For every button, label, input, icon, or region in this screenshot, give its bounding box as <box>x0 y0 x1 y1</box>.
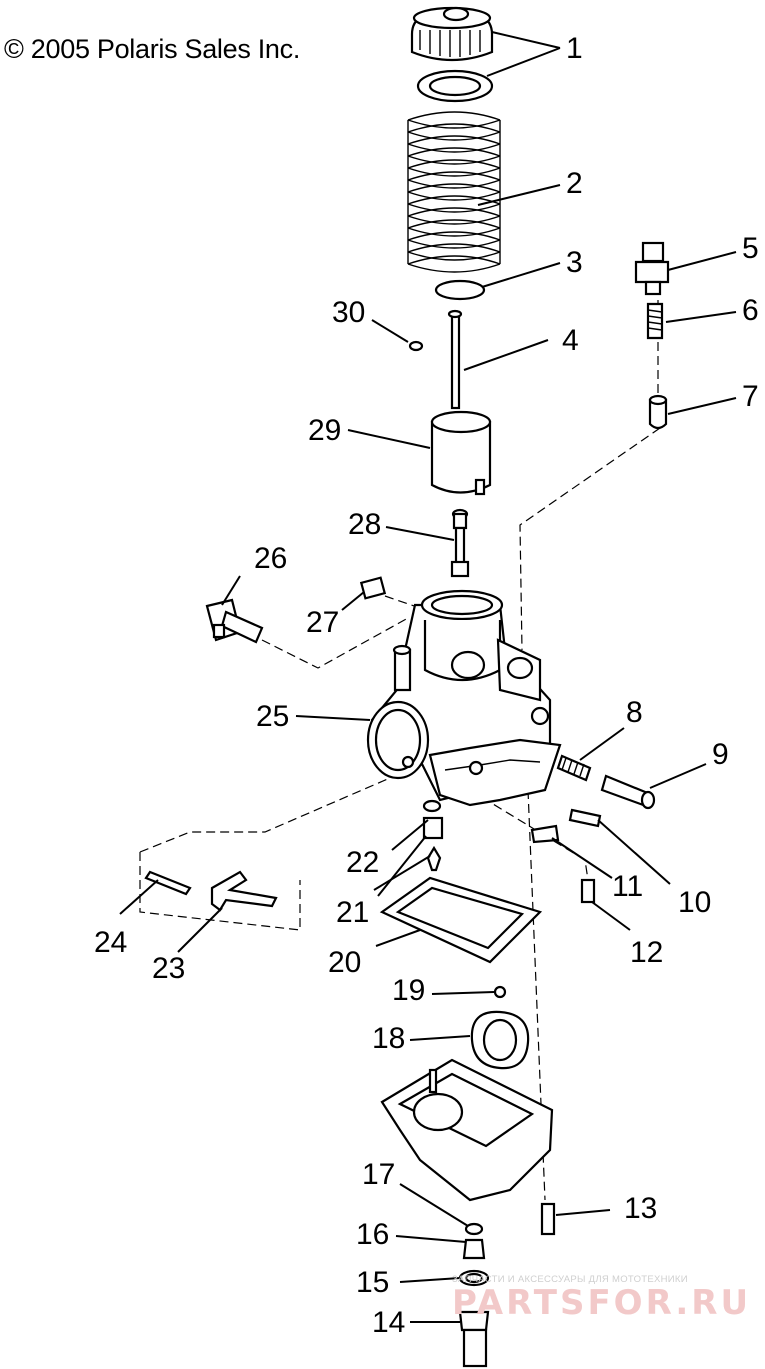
watermark-brand-logo: PARTSFOR.RU <box>452 1283 752 1323</box>
watermark: ЗАПЧАСТИ И АКСЕССУАРЫ ДЛЯ МОТОТЕХНИКИ PA… <box>452 1274 752 1323</box>
part-slide <box>430 410 492 496</box>
callout-17: 17 <box>362 1158 395 1191</box>
copyright-notice: © 2005 Polaris Sales Inc. <box>4 34 301 64</box>
callout-10: 10 <box>678 886 711 919</box>
part-float-bowl <box>380 1058 554 1202</box>
callout-9: 9 <box>712 738 729 771</box>
callout-7: 7 <box>742 380 759 413</box>
part-idle-screw <box>530 808 602 904</box>
callout-30: 30 <box>332 296 365 329</box>
callout-25: 25 <box>256 700 289 733</box>
part-float-pin-bracket <box>144 870 278 912</box>
callout-28: 28 <box>348 508 381 541</box>
watermark-tagline: ЗАПЧАСТИ И АКСЕССУАРЫ ДЛЯ МОТОТЕХНИКИ <box>452 1274 688 1285</box>
callout-19: 19 <box>392 974 425 1007</box>
part-pilot-screw-spring <box>556 754 656 810</box>
callout-labels: 1 2 3 4 5 6 7 8 9 10 11 12 13 14 15 16 1… <box>94 32 759 1339</box>
part-float-bowl-gasket <box>379 876 543 964</box>
callout-18: 18 <box>372 1022 405 1055</box>
callout-26: 26 <box>254 542 287 575</box>
part-top-fitting <box>634 241 670 430</box>
callout-6: 6 <box>742 294 759 327</box>
part-plug <box>359 576 387 600</box>
callout-20: 20 <box>328 946 361 979</box>
callout-4: 4 <box>562 324 579 357</box>
callout-22: 22 <box>346 846 379 879</box>
callout-2: 2 <box>566 167 583 200</box>
part-cap <box>410 6 494 103</box>
part-cable-fitting <box>205 598 264 644</box>
callout-14: 14 <box>372 1306 405 1339</box>
callout-23: 23 <box>152 952 185 985</box>
callout-5: 5 <box>742 232 759 265</box>
callout-12: 12 <box>630 936 663 969</box>
leader-lines <box>119 31 737 1323</box>
callout-29: 29 <box>308 414 341 447</box>
part-float <box>470 985 530 1070</box>
part-drain-screw <box>540 1202 556 1236</box>
callout-3: 3 <box>566 246 583 279</box>
callout-8: 8 <box>626 696 643 729</box>
callout-1: 1 <box>566 32 583 65</box>
callout-11: 11 <box>612 870 643 903</box>
part-plate <box>434 279 486 301</box>
part-spring <box>407 111 501 273</box>
callout-13: 13 <box>624 1192 657 1225</box>
callout-15: 15 <box>356 1266 389 1299</box>
part-carburetor-body <box>366 589 562 807</box>
callout-21: 21 <box>336 896 369 929</box>
callout-16: 16 <box>356 1218 389 1251</box>
callout-24: 24 <box>94 926 127 959</box>
callout-27: 27 <box>306 606 339 639</box>
part-main-jet <box>422 799 444 872</box>
part-needle-jet <box>450 508 470 578</box>
part-drain-fittings <box>458 1222 490 1368</box>
part-needle <box>447 309 463 410</box>
part-clip <box>408 340 424 352</box>
